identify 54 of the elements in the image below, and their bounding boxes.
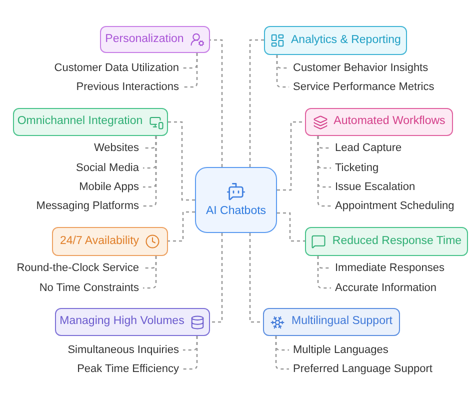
item-text: Peak Time Efficiency [77,361,183,377]
dashed-connector [317,256,331,289]
dashed-connector [275,336,289,370]
item-text: Social Media [76,160,143,176]
dashed-connector [277,121,305,191]
dashed-connector [276,55,289,88]
dashed-connector [277,212,305,242]
item-text: Simultaneous Inquiries [68,342,183,358]
category-box [100,26,210,53]
category-title: Reduced Response Time [332,236,462,248]
category-box [263,308,400,336]
category-box [305,108,453,136]
item-text: Service Performance Metrics [289,79,434,95]
item-text: Websites [94,140,143,156]
item-text: Customer Data Utilization [54,60,183,76]
item-text: Lead Capture [331,140,402,156]
item-text: Preferred Language Support [289,361,432,377]
dashed-connector [168,121,195,201]
category-title: Multilingual Support [291,316,392,328]
item-text: Issue Escalation [331,179,416,195]
category-title: Analytics & Reporting [291,34,401,46]
dashed-connector [210,39,223,167]
category-title: Personalization [105,34,184,46]
category-box [55,308,210,336]
item-text: Mobile Apps [79,179,143,195]
center-title: AI Chatbots [206,206,266,218]
item-text: Appointment Scheduling [331,198,454,214]
dashed-connector [249,39,264,167]
item-text: Previous Interactions [76,79,183,95]
category-box [305,227,468,256]
dashed-connector [317,136,331,207]
category-box [264,26,407,55]
item-text: Round-the-Clock Service [16,260,143,276]
item-text: Immediate Responses [331,260,444,276]
item-text: Ticketing [331,160,379,176]
category-title: Automated Workflows [334,116,446,128]
dashed-connector [249,233,263,323]
dashed-connector [210,233,223,323]
dashed-connector [183,53,198,88]
category-box [52,227,168,256]
category-box [13,108,168,136]
dashed-connector [143,136,157,207]
category-title: Managing High Volumes [60,316,184,328]
item-text: No Time Constraints [39,280,143,296]
item-text: Accurate Information [331,280,436,296]
item-text: Customer Behavior Insights [289,60,428,76]
dashed-connector [168,211,195,242]
dashed-connector [143,256,157,289]
center-box [195,167,277,233]
category-title: 24/7 Availability [60,236,140,248]
item-text: Multiple Languages [289,342,388,358]
item-text: Messaging Platforms [36,198,143,214]
category-title: Omnichannel Integration [17,116,143,128]
dashed-connector [183,336,198,370]
